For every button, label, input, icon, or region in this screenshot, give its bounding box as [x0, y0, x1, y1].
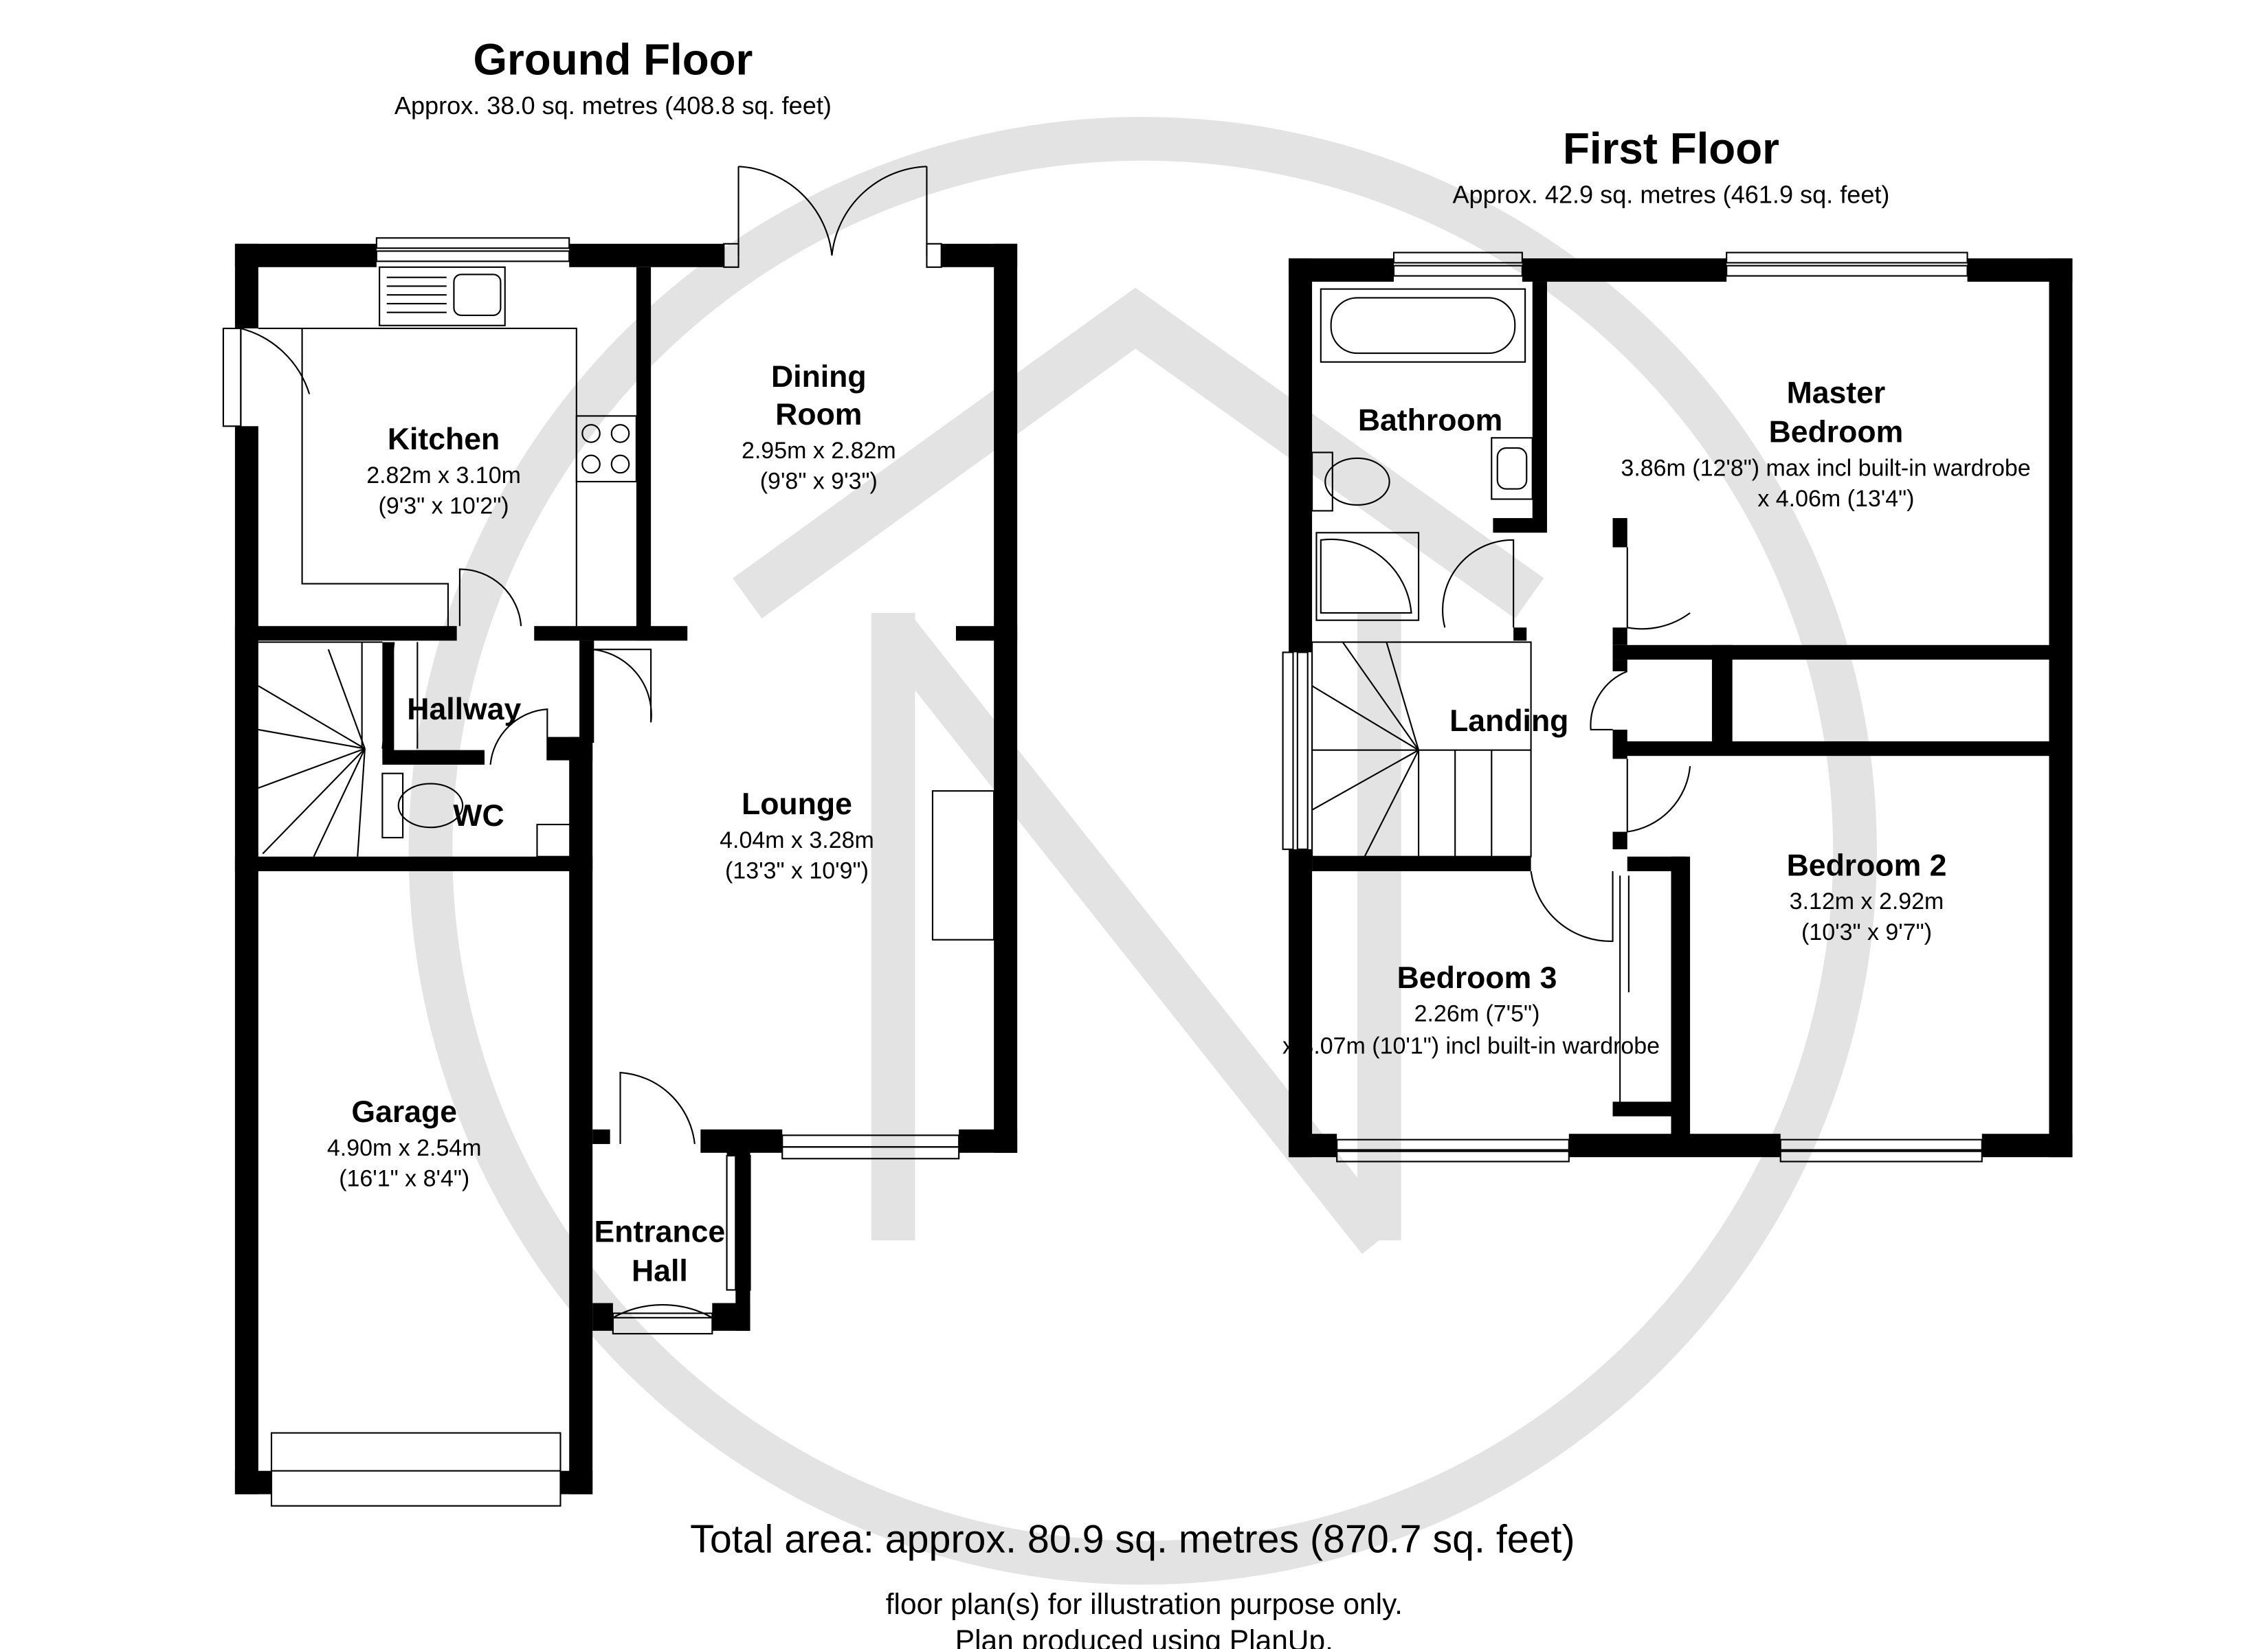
room-bedroom-2: Bedroom 2 3.12m x 2.92m (10'3" x 9'7")	[1787, 849, 1947, 945]
room-entrance-hall: Entrance Hall	[594, 1215, 725, 1288]
room-dining: Dining Room 2.95m x 2.82m (9'8" x 9'3")	[742, 360, 896, 495]
room-name-line1: Entrance	[594, 1215, 725, 1248]
room-hallway: Hallway	[407, 693, 521, 726]
first-floor-title: First Floor	[1563, 124, 1779, 173]
room-garage: Garage 4.90m x 2.54m (16'1" x 8'4")	[327, 1095, 482, 1191]
room-dim-line1: 3.86m (12'8") max incl built-in wardrobe	[1621, 455, 2030, 481]
room-master-bedroom: Master Bedroom 3.86m (12'8") max incl bu…	[1621, 376, 2030, 512]
room-name: Landing	[1449, 704, 1568, 738]
ground-floor-fixtures	[222, 166, 995, 1507]
room-dim-line2: x 3.07m (10'1") incl built-in wardrobe	[1282, 1033, 1660, 1059]
room-dim-imperial: (16'1" x 8'4")	[339, 1166, 469, 1192]
room-dim-metric: 2.95m x 2.82m	[742, 438, 896, 464]
room-dim-metric: 4.90m x 2.54m	[327, 1135, 482, 1161]
room-dim-metric: 3.12m x 2.92m	[1790, 888, 1944, 915]
room-name: Garage	[351, 1095, 457, 1129]
room-name: WC	[453, 799, 504, 833]
room-name: Bathroom	[1358, 404, 1503, 438]
ground-floor-area: Approx. 38.0 sq. metres (408.8 sq. feet)	[394, 91, 832, 120]
room-name-line2: Hall	[632, 1255, 688, 1288]
room-name: Bedroom 2	[1787, 849, 1947, 882]
credit: Plan produced using PlanUp.	[955, 1624, 1333, 1649]
room-dim-imperial: (9'3" x 10'2")	[379, 493, 509, 519]
room-name: Lounge	[742, 787, 852, 821]
room-name-line1: Master	[1787, 376, 1886, 410]
room-name-line1: Dining	[771, 360, 867, 394]
room-bedroom-3: Bedroom 3 2.26m (7'5") x 3.07m (10'1") i…	[1282, 961, 1660, 1059]
room-name-line2: Bedroom	[1769, 416, 1904, 449]
ground-floor-title: Ground Floor	[473, 35, 753, 84]
room-dim-line1: 2.26m (7'5")	[1414, 1001, 1540, 1027]
room-name: Hallway	[407, 693, 521, 726]
total-area: Total area: approx. 80.9 sq. metres (870…	[690, 1518, 1575, 1562]
first-floor-walls	[1289, 258, 2073, 1158]
room-name: Bedroom 3	[1397, 961, 1557, 995]
room-dim-imperial: (9'8" x 9'3")	[760, 469, 878, 495]
ground-floor-heading: Ground Floor Approx. 38.0 sq. metres (40…	[394, 35, 832, 119]
first-floor-fixtures	[1282, 251, 1983, 1163]
room-lounge: Lounge 4.04m x 3.28m (13'3" x 10'9")	[720, 787, 874, 884]
disclaimer: floor plan(s) for illustration purpose o…	[886, 1588, 1403, 1620]
room-dim-imperial: (13'3" x 10'9")	[725, 858, 869, 884]
room-dim-line2: x 4.06m (13'4")	[1757, 486, 1914, 512]
ground-floor-walls	[234, 243, 1018, 1494]
room-dim-metric: 2.82m x 3.10m	[366, 462, 521, 489]
first-floor-heading: First Floor Approx. 42.9 sq. metres (461…	[1452, 124, 1889, 208]
room-wc: WC	[453, 799, 504, 833]
room-landing: Landing	[1449, 704, 1568, 738]
room-dim-metric: 4.04m x 3.28m	[720, 827, 874, 853]
room-kitchen: Kitchen 2.82m x 3.10m (9'3" x 10'2")	[366, 423, 521, 519]
footer: Total area: approx. 80.9 sq. metres (870…	[690, 1518, 1575, 1649]
first-floor-area: Approx. 42.9 sq. metres (461.9 sq. feet)	[1452, 180, 1889, 208]
room-bathroom: Bathroom	[1358, 404, 1503, 438]
room-name: Kitchen	[388, 423, 500, 456]
room-dim-imperial: (10'3" x 9'7")	[1801, 919, 1932, 945]
room-name-line2: Room	[775, 398, 862, 431]
